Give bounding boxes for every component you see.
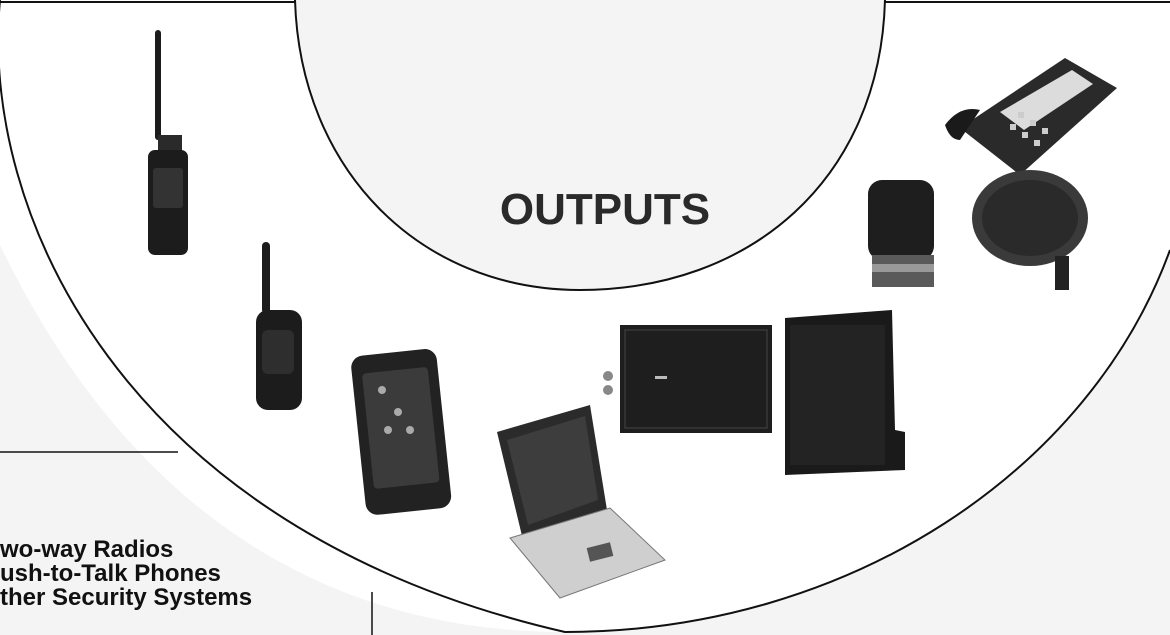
beacon-icon <box>868 180 934 287</box>
outputs-title: OUTPUTS <box>465 185 745 235</box>
speaker-icon <box>785 310 905 475</box>
controller-box-icon <box>603 325 772 433</box>
smartphone-icon <box>350 348 452 516</box>
output-list-item: ther Security Systems <box>0 586 370 610</box>
output-list-item: ush-to-Talk Phones <box>0 562 370 586</box>
output-list: wo-way Radios ush-to-Talk Phones ther Se… <box>0 538 370 610</box>
output-list-item: wo-way Radios <box>0 538 370 562</box>
